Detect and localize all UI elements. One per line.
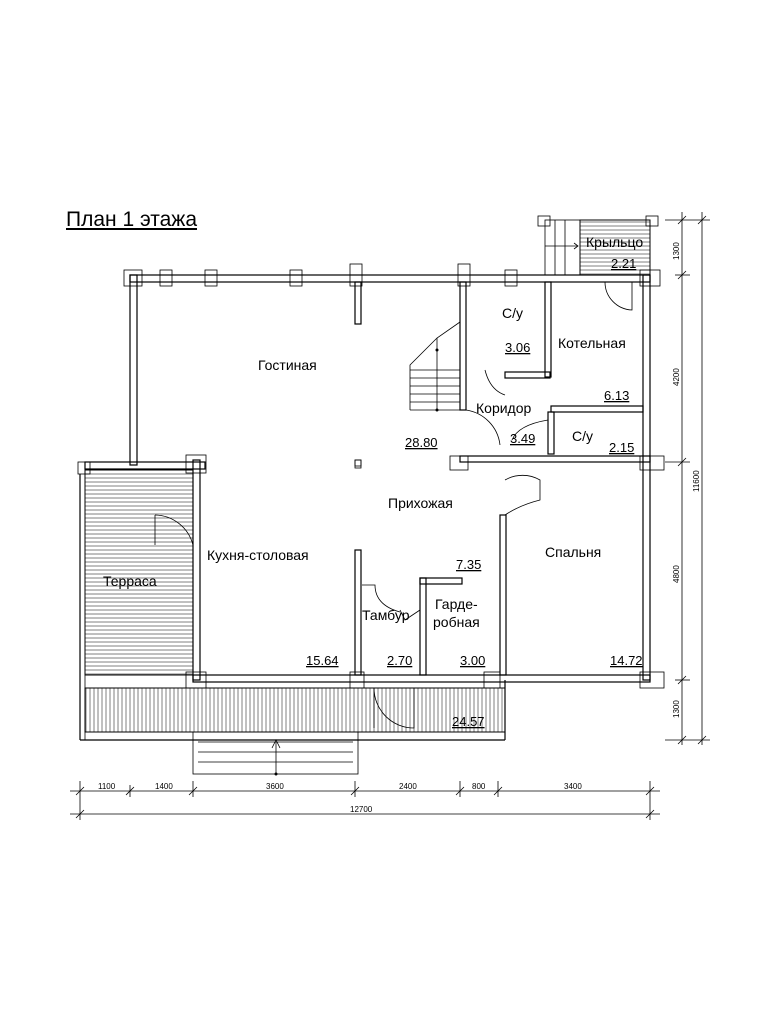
bath1-label: С/у [502,305,523,321]
bedroom-area: 14.72 [610,653,643,668]
bath2-area: 2.15 [609,440,634,455]
wardrobe-label-line1: Гарде- [435,596,478,612]
kitchen-area: 15.64 [306,653,339,668]
dim-1300-bottom: 1300 [672,700,681,718]
boiler-room-area: 6.13 [604,388,629,403]
right-dimensions: 1300 4200 4800 1300 11600 [665,212,710,745]
kitchen-label: Кухня-столовая [207,547,309,563]
porch-deck [537,215,659,276]
dim-4800: 4800 [672,565,681,583]
bath2-label: С/у [572,428,593,444]
wardrobe-area: 3.00 [460,653,485,668]
dim-3600: 3600 [266,782,284,791]
entry-steps [192,731,359,776]
living-room-label: Гостиная [258,357,317,373]
dim-total-11600: 11600 [692,470,701,492]
dim-4200: 4200 [672,368,681,386]
dim-800: 800 [472,782,486,791]
plan-title: План 1 этажа [66,208,198,231]
hall-label: Прихожая [388,495,453,511]
hall-area: 7.35 [456,557,481,572]
corridor-area: 3.49 [510,431,535,446]
bath1-area: 3.06 [505,340,530,355]
bedroom-label: Спальня [545,544,601,560]
bottom-dimensions: 1100 1400 3600 2400 800 3400 12700 [70,781,660,820]
terrace-area: 24.57 [452,714,485,729]
dim-2400: 2400 [399,782,417,791]
terrace-label: Терраса [103,573,157,589]
vestibule-label: Тамбур [362,607,410,623]
terrace-bottom-deck [80,680,506,741]
boiler-room-label: Котельная [558,335,626,351]
living-room-area: 28.80 [405,435,438,450]
staircase [409,321,461,412]
vestibule-area: 2.70 [387,653,412,668]
corridor-label: Коридор [476,400,532,416]
wardrobe-label-line2: робная [433,614,480,630]
interior-walls [354,281,651,676]
door-swings [154,281,633,729]
porch-area: 2.21 [611,256,636,271]
dim-1300-top: 1300 [672,242,681,260]
dim-1100: 1100 [98,782,116,791]
porch-label: Крыльцо [586,234,643,250]
dim-total-12700: 12700 [350,805,373,814]
exterior-walls [84,263,665,689]
dim-1400: 1400 [155,782,173,791]
dim-3400: 3400 [564,782,582,791]
